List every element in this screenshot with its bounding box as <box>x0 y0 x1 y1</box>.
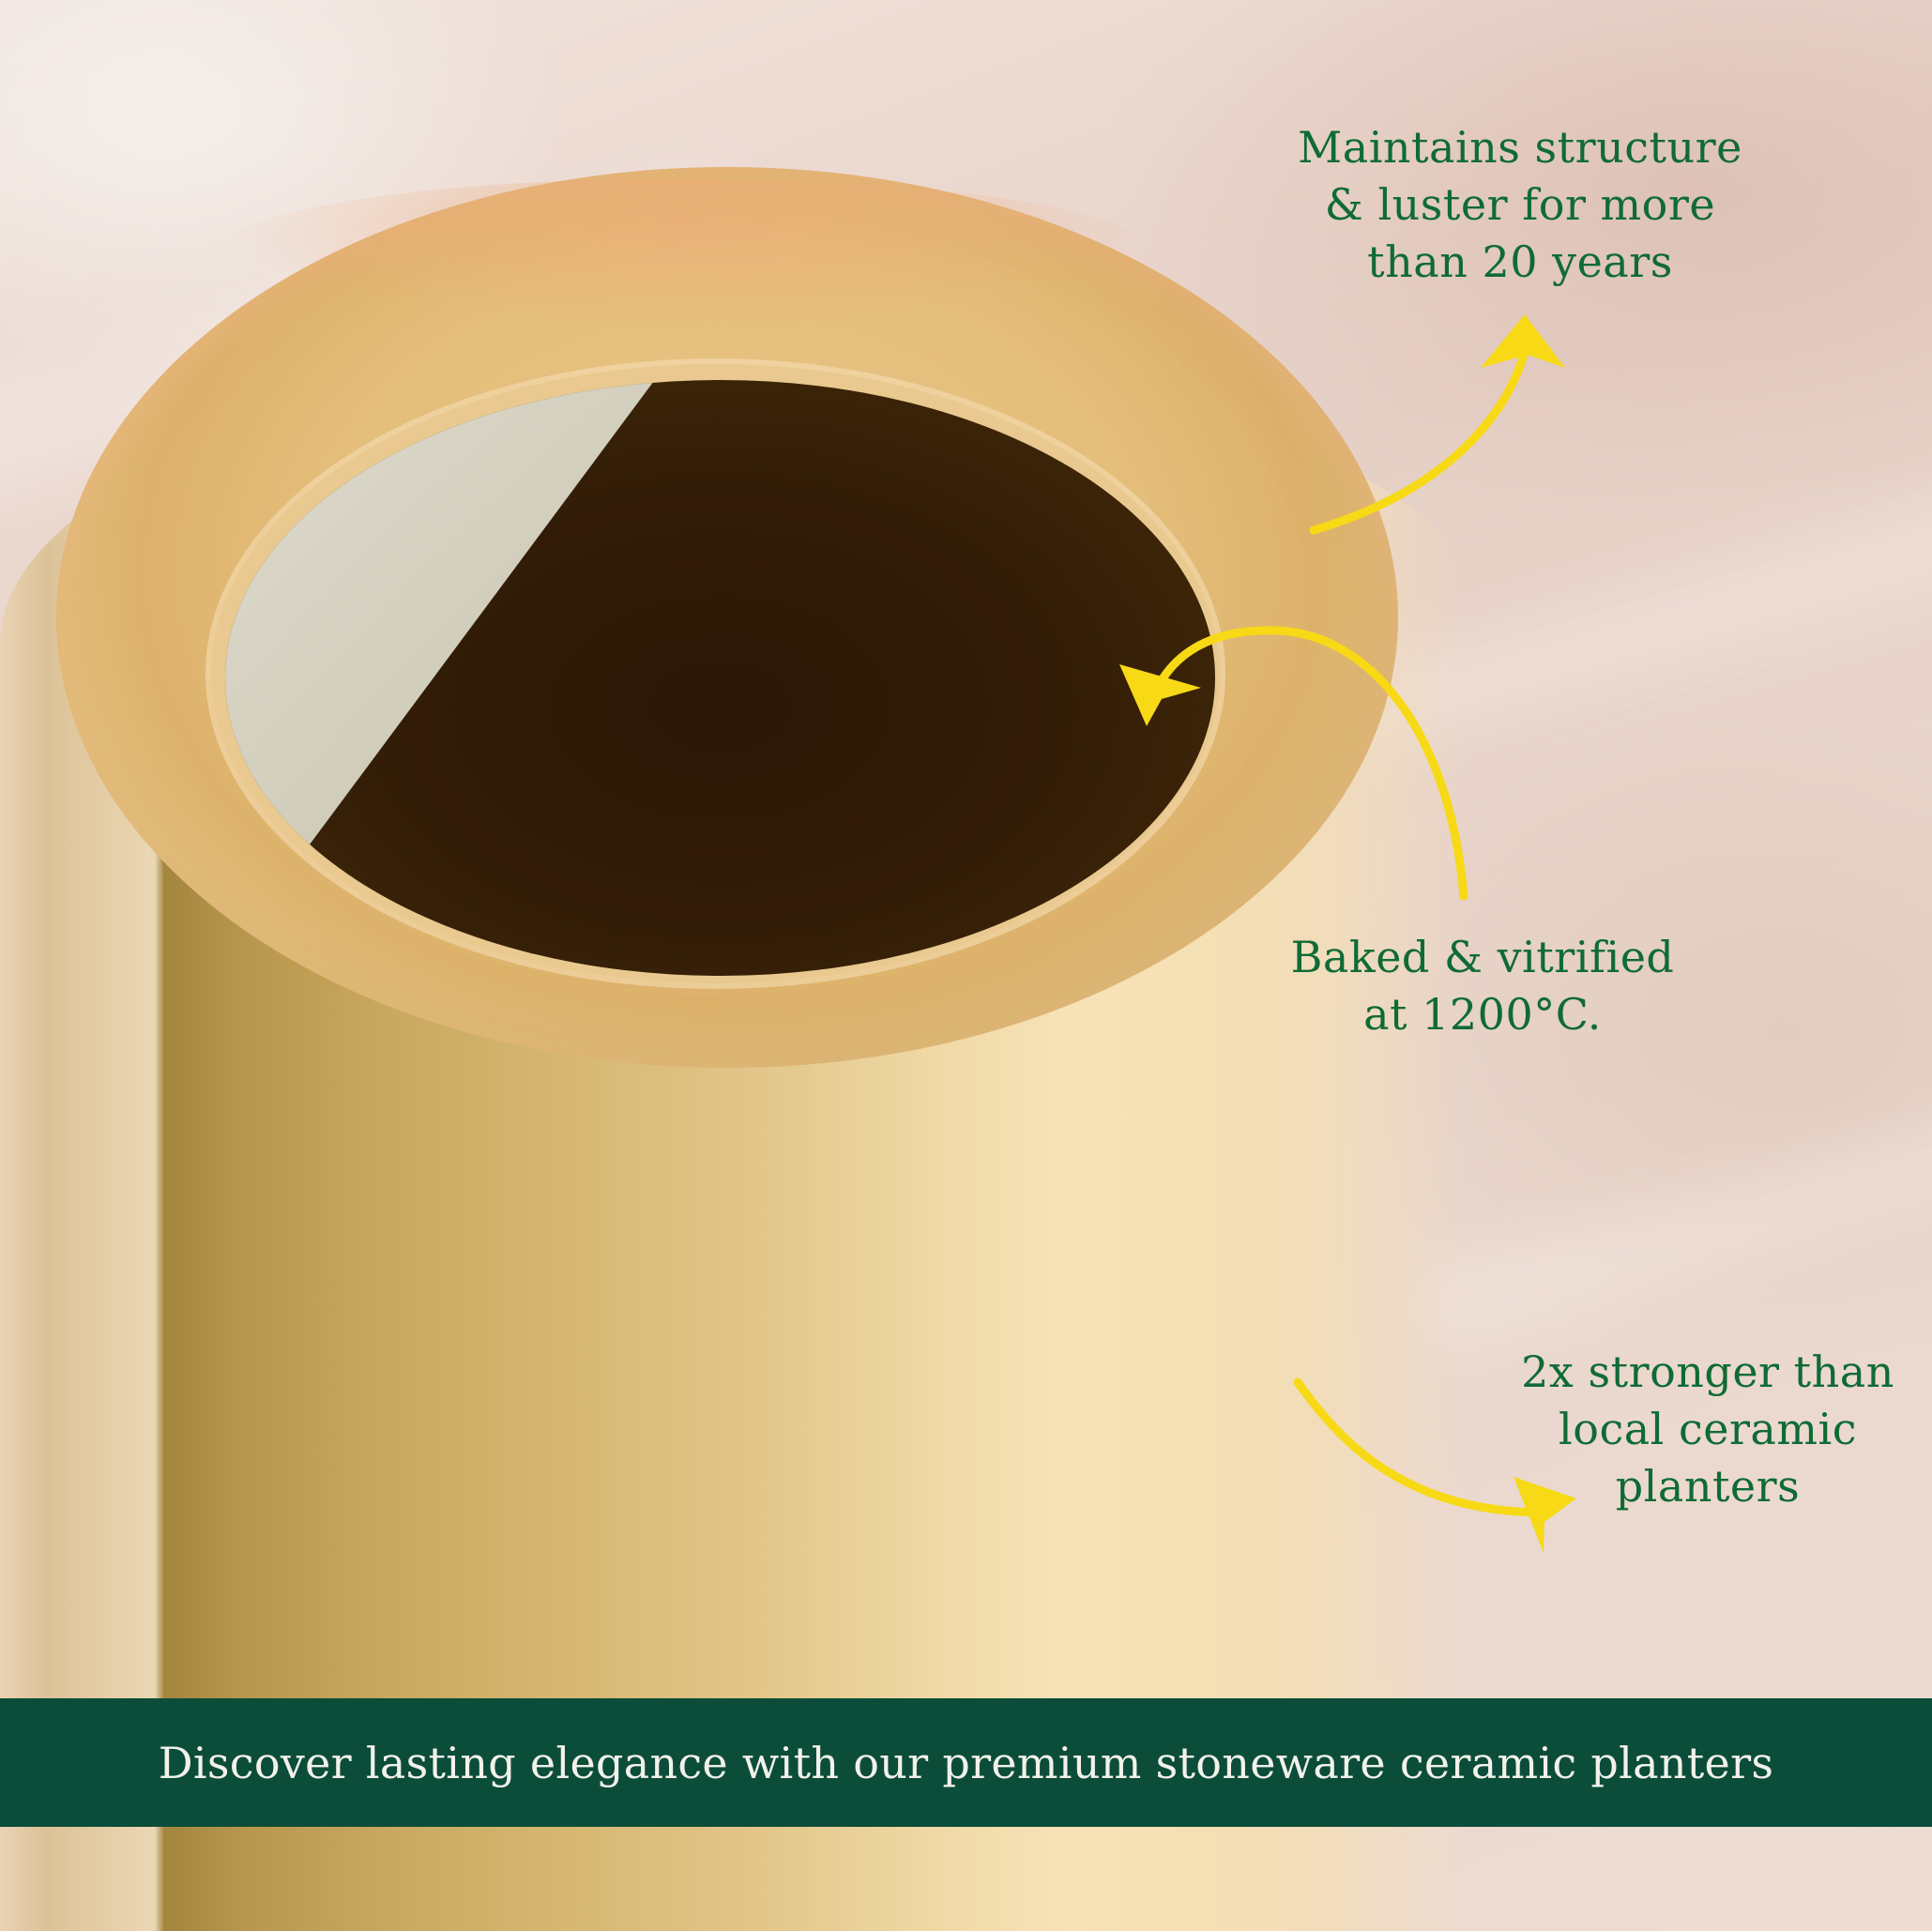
callout-line: Maintains structure <box>1298 122 1742 173</box>
callout-line: Baked & vitrified <box>1290 932 1675 982</box>
banner-text: Discover lasting elegance with our premi… <box>158 1737 1774 1788</box>
callout-line: & luster for more <box>1324 179 1716 230</box>
planter-rim-highlight <box>216 178 1154 328</box>
tagline-banner: Discover lasting elegance with our premi… <box>0 1698 1932 1827</box>
planter-opening <box>225 380 1215 976</box>
callout-strength: 2x stronger than local ceramic planters <box>1492 1344 1924 1515</box>
callout-line: local ceramic <box>1559 1404 1857 1454</box>
callout-line: than 20 years <box>1367 236 1673 287</box>
callout-line: 2x stronger than <box>1521 1346 1894 1397</box>
callout-line: at 1200°C. <box>1363 989 1602 1040</box>
callout-firing: Baked & vitrified at 1200°C. <box>1248 929 1717 1043</box>
callout-longevity: Maintains structure & luster for more th… <box>1257 119 1783 291</box>
interior-light-reflection <box>225 380 676 877</box>
callout-line: planters <box>1615 1461 1801 1512</box>
